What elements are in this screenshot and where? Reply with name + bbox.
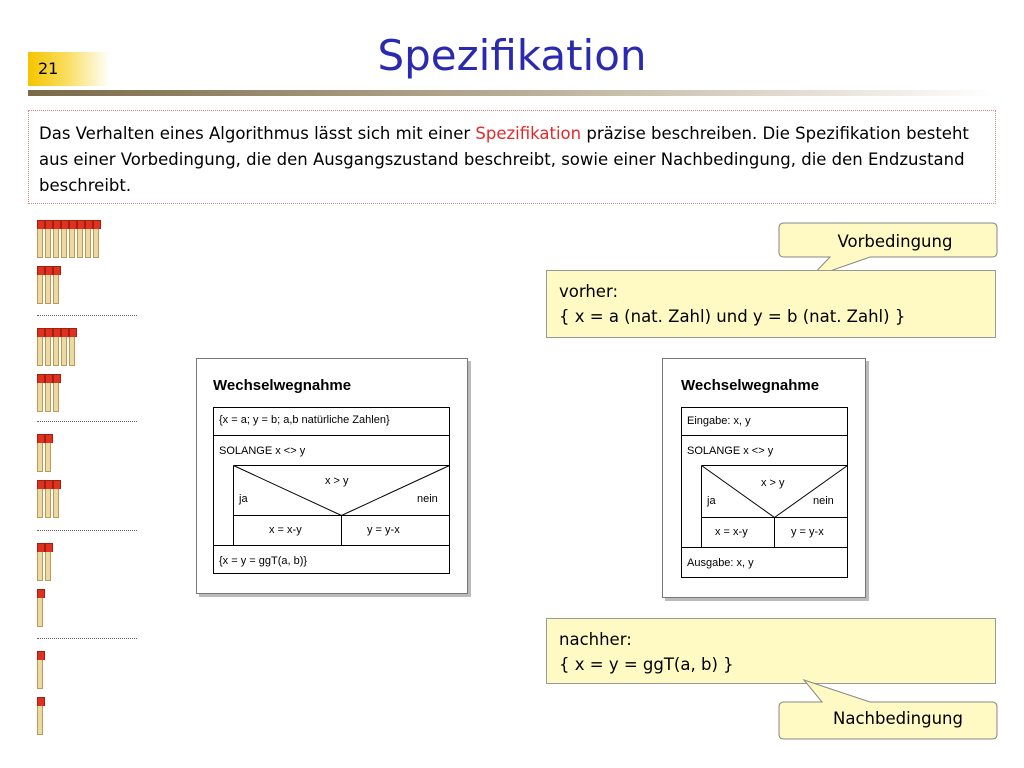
matchstick (53, 328, 61, 366)
pre-callout-bubble (778, 222, 998, 279)
nsd-right-loop: SOLANGE x <> y (687, 445, 774, 457)
header-rule (28, 90, 996, 96)
matchstick (45, 434, 53, 472)
match-row (37, 543, 53, 581)
group-separator (37, 421, 137, 422)
matchstick (45, 266, 53, 304)
matchstick (61, 220, 69, 258)
matchstick (37, 697, 45, 735)
nsd-right-output: Ausgabe: x, y (687, 557, 754, 569)
matchstick (61, 328, 69, 366)
intro-text-box: Das Verhalten eines Algorithmus lässt si… (28, 110, 996, 204)
nsd-right-input: Eingabe: x, y (687, 415, 751, 427)
match-row (37, 589, 45, 627)
pre-callout-label: Vorbedingung (837, 232, 953, 251)
group-separator (37, 638, 137, 639)
match-row (37, 266, 61, 304)
pre-condition-line1: vorher: (559, 282, 619, 301)
nsd-left-lines (213, 407, 450, 574)
matchstick (45, 543, 53, 581)
matchstick (37, 589, 45, 627)
match-row (37, 651, 45, 689)
group-separator (37, 315, 137, 316)
nsd-right-then: x = x-y (715, 526, 748, 538)
matchstick (45, 220, 53, 258)
group-separator (37, 530, 137, 531)
post-condition-line2: { x = y = ggT(a, b) } (559, 655, 734, 674)
nsd-right: Wechselwegnahme Eingabe: x, y SOLANGE x … (662, 358, 866, 598)
matchstick (37, 480, 45, 518)
matchstick (53, 266, 61, 304)
intro-highlight: Spezifikation (475, 124, 582, 143)
matchstick (45, 480, 53, 518)
matchstick (85, 220, 93, 258)
slide-title: Spezifikation (377, 31, 647, 80)
matchstick (37, 374, 45, 412)
nsd-right-yes: ja (707, 495, 716, 507)
nsd-left-loop: SOLANGE x <> y (219, 445, 306, 457)
post-callout-bubble (778, 678, 998, 740)
matchstick (37, 651, 45, 689)
matchstick (53, 374, 61, 412)
post-condition-line1: nachher: (559, 630, 632, 649)
intro-text-part1: Das Verhalten eines Algorithmus lässt si… (39, 124, 476, 143)
match-row (37, 480, 61, 518)
matchstick (37, 328, 45, 366)
matchstick (45, 374, 53, 412)
matchstick (69, 220, 77, 258)
match-row (37, 697, 45, 735)
match-row (37, 374, 61, 412)
matchstick (53, 480, 61, 518)
pre-condition-box: vorher: { x = a (nat. Zahl) und y = b (n… (546, 270, 996, 338)
match-row (37, 328, 77, 366)
nsd-left-postcondition: {x = y = ggT(a, b)} (219, 555, 308, 567)
matchstick (37, 220, 45, 258)
nsd-left-else: y = y-x (367, 524, 400, 536)
matchstick (37, 434, 45, 472)
post-callout-label: Nachbedingung (833, 709, 963, 728)
nsd-right-lines (681, 407, 848, 578)
nsd-right-else: y = y-x (791, 526, 824, 538)
intro-text-part2: präzise beschreiben. Die Spezifikation b… (39, 124, 969, 195)
nsd-right-no: nein (813, 495, 834, 507)
nsd-left-yes: ja (239, 493, 248, 505)
match-row (37, 434, 53, 472)
matchstick (37, 543, 45, 581)
slide-number: 21 (28, 52, 110, 86)
nsd-left-condition: x > y (325, 475, 349, 487)
nsd-right-title: Wechselwegnahme (681, 377, 820, 394)
matchstick (93, 220, 101, 258)
nsd-left-no: nein (417, 493, 438, 505)
match-row (37, 220, 101, 258)
nsd-left-precondition: {x = a; y = b; a,b natürliche Zahlen} (219, 414, 390, 426)
nsd-left: Wechselwegnahme {x = a; y = b; a,b natür… (196, 358, 468, 594)
nsd-right-condition: x > y (761, 477, 785, 489)
matchstick (37, 266, 45, 304)
post-condition-box: nachher: { x = y = ggT(a, b) } (546, 618, 996, 684)
nsd-left-title: Wechselwegnahme (213, 377, 352, 394)
matchstick (69, 328, 77, 366)
matchstick (53, 220, 61, 258)
matchstick (45, 328, 53, 366)
pre-condition-line2: { x = a (nat. Zahl) und y = b (nat. Zahl… (559, 307, 906, 326)
matchstick (77, 220, 85, 258)
nsd-left-then: x = x-y (269, 524, 302, 536)
